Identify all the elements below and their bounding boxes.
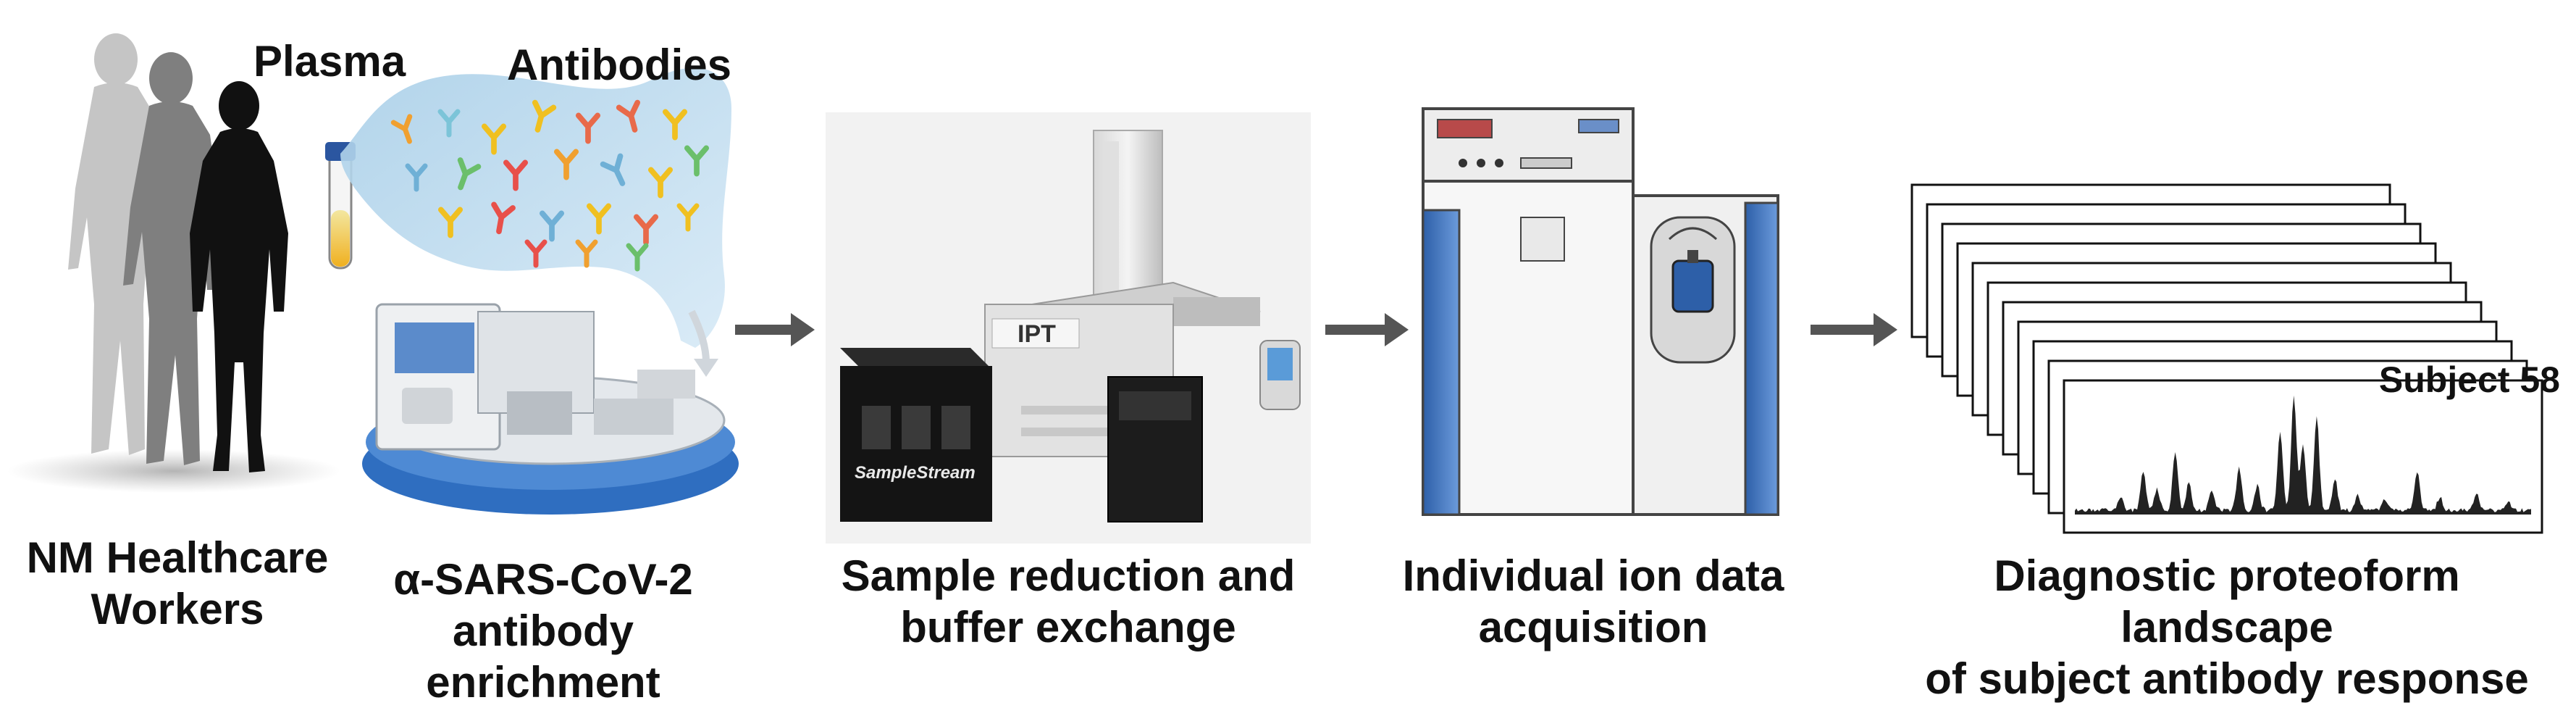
mass-spectrometer: [1423, 109, 1778, 515]
caption-reduction: Sample reduction and buffer exchange: [822, 551, 1314, 654]
flow-arrow-2: [1325, 313, 1409, 346]
ipt-logo: IPT: [1018, 320, 1056, 348]
caption-landscape-line2: of subject antibody response: [1883, 654, 2571, 705]
caption-workers-line2: Workers: [14, 584, 340, 636]
antibodies-label: Antibodies: [507, 40, 731, 91]
flow-arrow-3: [1811, 313, 1897, 346]
caption-enrichment: α-SARS-CoV-2 antibody enrichment: [340, 554, 746, 708]
caption-landscape-line1: Diagnostic proteoform landscape: [1883, 551, 2571, 654]
plasma-label: Plasma: [253, 36, 406, 88]
caption-acquisition-line1: Individual ion data: [1369, 551, 1818, 602]
caption-acquisition-line2: acquisition: [1369, 602, 1818, 654]
caption-reduction-line2: buffer exchange: [822, 602, 1314, 654]
caption-workers: NM Healthcare Workers: [14, 533, 340, 636]
flow-arrow-1: [735, 313, 815, 346]
ground-shadow: [7, 449, 340, 493]
samplestream-logo: SampleStream: [855, 463, 976, 483]
caption-enrichment-line1: α-SARS-CoV-2: [340, 554, 746, 606]
subject-label: Subject 58: [2357, 359, 2560, 401]
caption-enrichment-line2: antibody enrichment: [340, 606, 746, 708]
caption-workers-line1: NM Healthcare: [14, 533, 340, 584]
caption-acquisition: Individual ion data acquisition: [1369, 551, 1818, 654]
sample-reduction-panel: IPT SampleStream: [826, 112, 1311, 544]
caption-landscape: Diagnostic proteoform landscape of subje…: [1883, 551, 2571, 704]
healthcare-workers-panel: [7, 33, 739, 515]
caption-reduction-line1: Sample reduction and: [822, 551, 1314, 602]
